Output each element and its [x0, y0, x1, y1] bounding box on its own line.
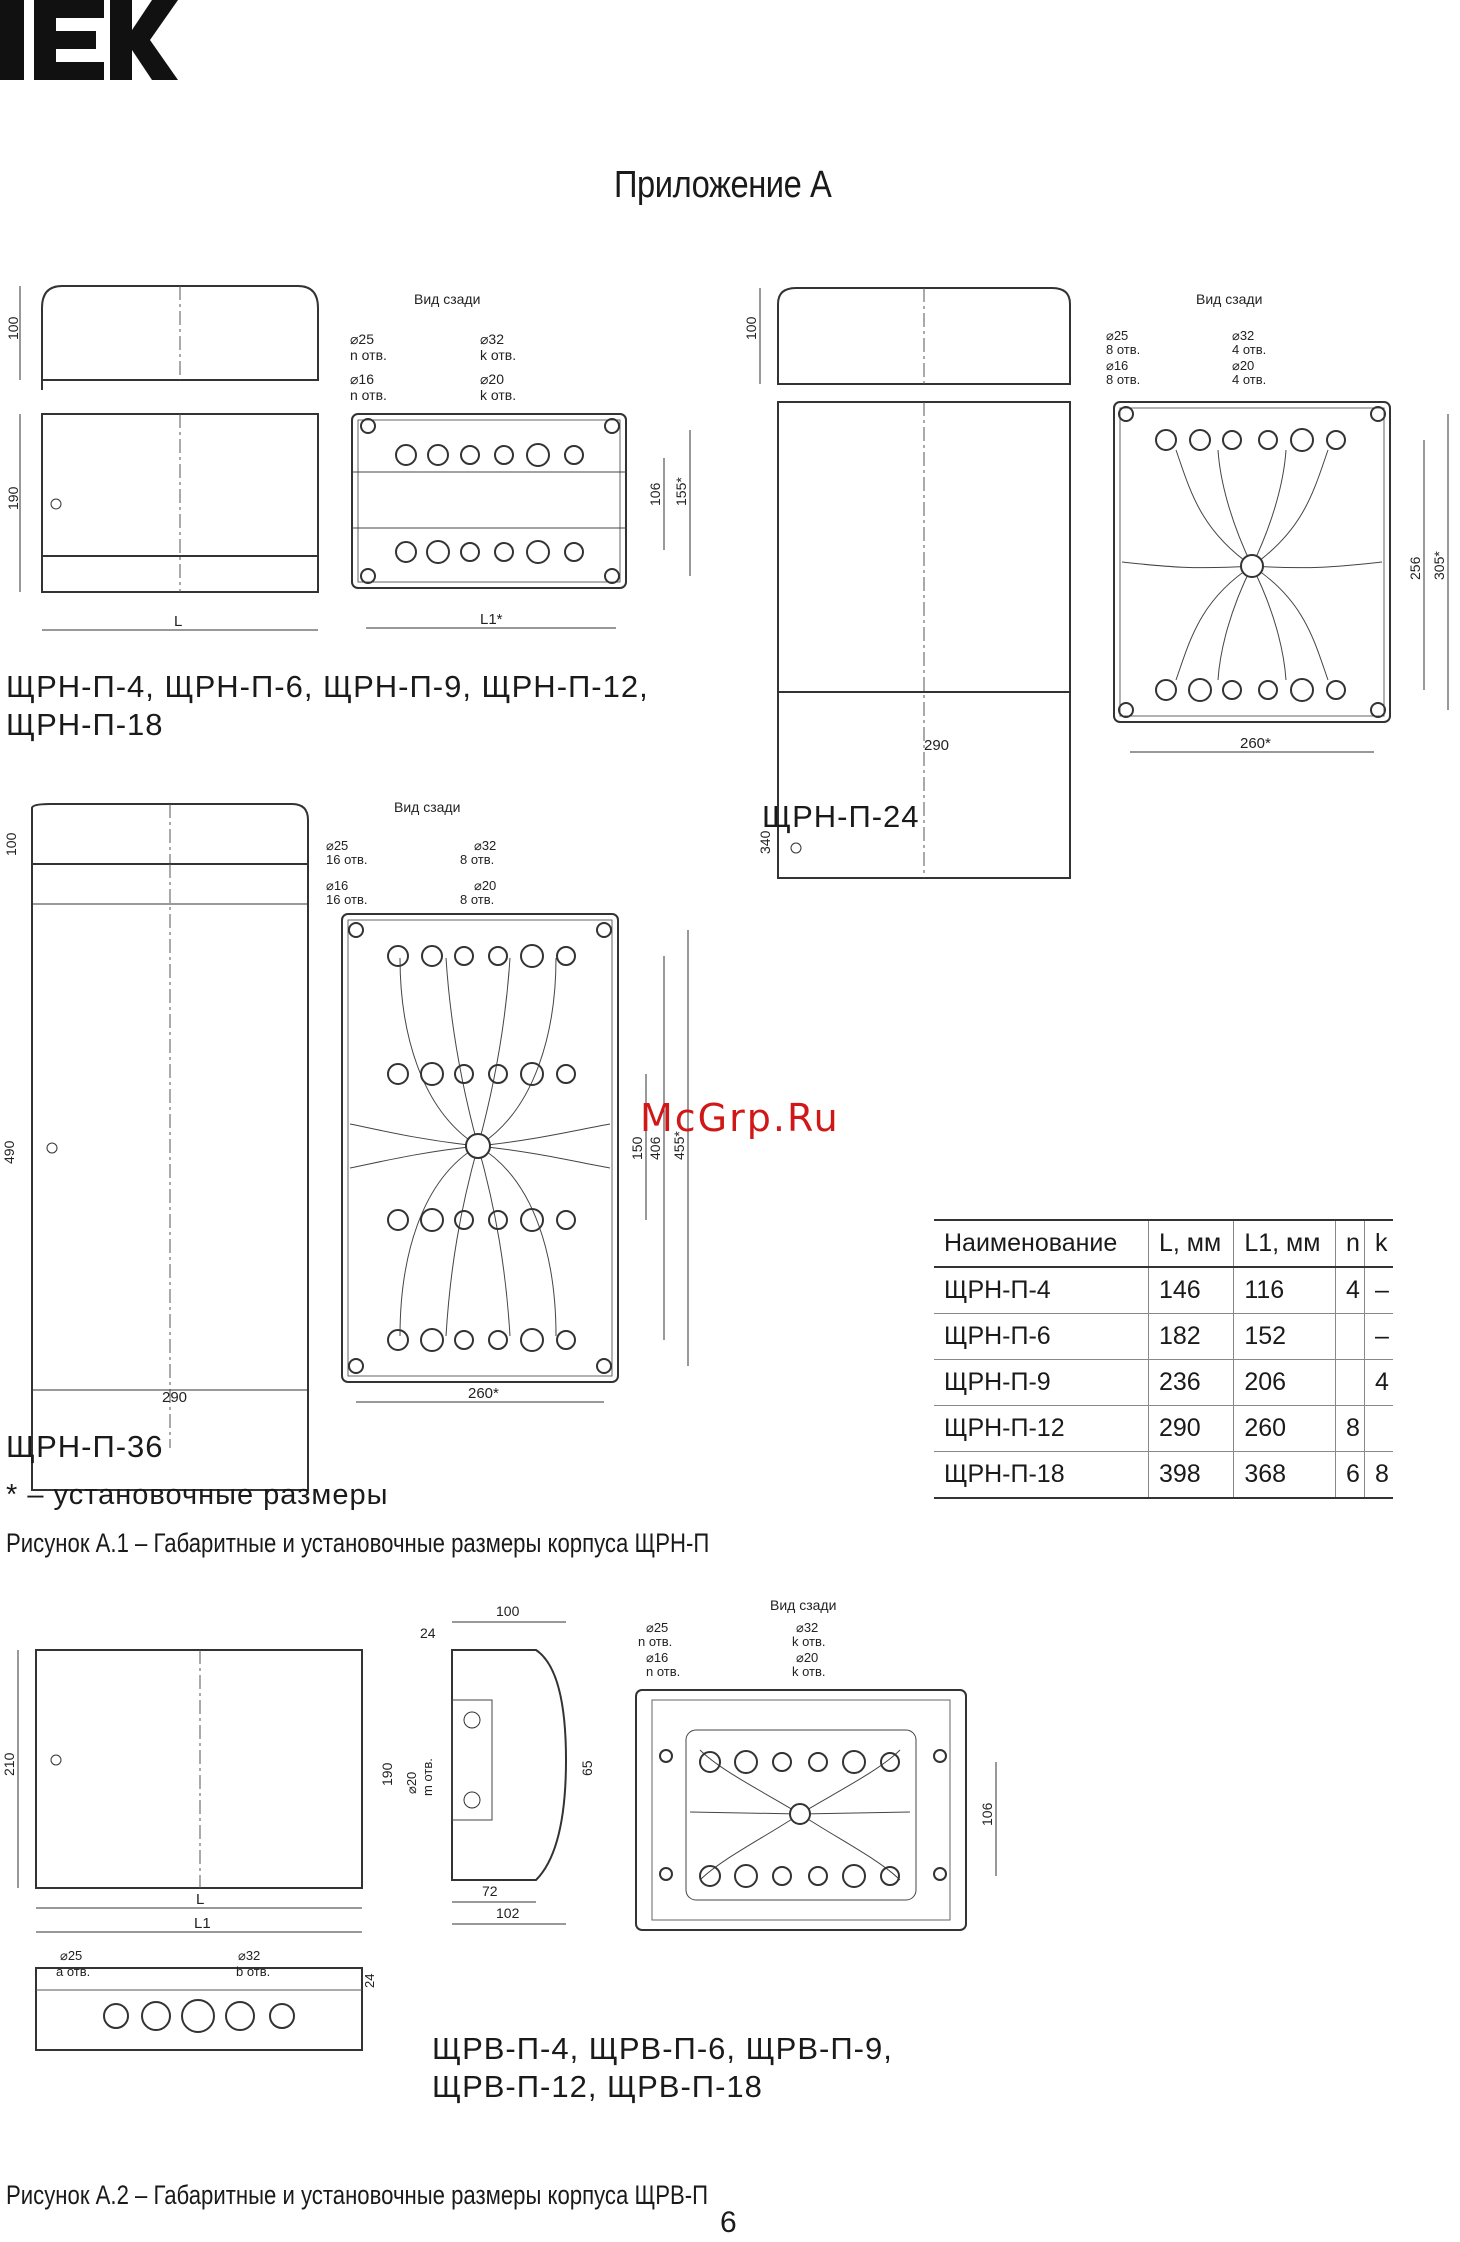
svg-text:190: 190 [379, 1762, 395, 1786]
page-number: 6 [720, 2206, 737, 2239]
iek-logo [0, 0, 178, 80]
svg-text:16 отв.: 16 отв. [326, 852, 368, 867]
svg-text:8 отв.: 8 отв. [460, 892, 494, 907]
svg-text:155*: 155* [673, 477, 689, 506]
svg-text:8 отв.: 8 отв. [1106, 372, 1140, 387]
svg-text:Вид сзади: Вид сзади [394, 799, 460, 815]
svg-text:n отв.: n отв. [638, 1634, 672, 1649]
svg-text:72: 72 [482, 1883, 498, 1899]
table-header-row: Наименование L, мм L1, мм n k [934, 1220, 1393, 1267]
svg-text:⌀20: ⌀20 [796, 1650, 818, 1665]
svg-text:⌀32: ⌀32 [1232, 328, 1254, 343]
svg-text:k отв.: k отв. [792, 1664, 826, 1679]
svg-text:⌀16: ⌀16 [350, 371, 374, 387]
watermark: McGrp.Ru [640, 1096, 840, 1140]
svg-text:⌀20: ⌀20 [480, 371, 504, 387]
drawing-shrn-small: 100 190 L Вид сзади ⌀25 n отв. ⌀16 n отв… [5, 285, 691, 631]
svg-text:102: 102 [496, 1905, 520, 1921]
drawing-shrn-24: 100 340 290 Вид сзади ⌀25 8 отв. ⌀16 8 о… [743, 287, 1449, 879]
dim-height-24: 340 [757, 830, 773, 854]
svg-text:24: 24 [362, 1974, 377, 1988]
drawing-shrn-36: 100 490 290 Вид сзади ⌀25 16 отв. ⌀16 16… [1, 799, 689, 1491]
svg-text:100: 100 [743, 316, 759, 340]
svg-text:b отв.: b отв. [236, 1964, 270, 1979]
svg-text:a отв.: a отв. [56, 1964, 90, 1979]
rear-view-label: Вид сзади [414, 291, 480, 307]
svg-text:305*: 305* [1431, 551, 1447, 580]
svg-text:Вид сзади: Вид сзади [770, 1597, 836, 1613]
figure2-caption: Рисунок А.2 – Габаритные и установочные … [6, 2180, 709, 2210]
svg-text:260*: 260* [1240, 735, 1271, 752]
svg-text:⌀16: ⌀16 [326, 878, 348, 893]
svg-text:⌀25: ⌀25 [1106, 328, 1128, 343]
svg-text:8 отв.: 8 отв. [1106, 342, 1140, 357]
svg-text:106: 106 [647, 482, 663, 506]
svg-text:n отв.: n отв. [350, 347, 387, 363]
svg-text:16 отв.: 16 отв. [326, 892, 368, 907]
svg-text:⌀16: ⌀16 [1106, 358, 1128, 373]
svg-text:256: 256 [1407, 556, 1423, 580]
dim-install-width: L1* [480, 611, 503, 628]
svg-text:8 отв.: 8 отв. [460, 852, 494, 867]
svg-text:100: 100 [496, 1603, 520, 1619]
svg-text:106: 106 [979, 1802, 995, 1826]
svg-text:⌀25: ⌀25 [350, 331, 374, 347]
svg-text:65: 65 [579, 1760, 595, 1776]
svg-text:⌀25: ⌀25 [646, 1620, 668, 1635]
svg-text:⌀25: ⌀25 [326, 838, 348, 853]
svg-text:100: 100 [3, 832, 19, 856]
models-shrn-small: ЩРН-П-4, ЩРН-П-6, ЩРН-П-9, ЩРН-П-12, ЩРН… [6, 669, 649, 742]
svg-text:455*: 455* [671, 1131, 687, 1160]
svg-text:n отв.: n отв. [646, 1664, 680, 1679]
svg-text:k отв.: k отв. [792, 1634, 826, 1649]
svg-text:290: 290 [162, 1389, 187, 1406]
dim-height: 190 [5, 486, 21, 510]
svg-text:260*: 260* [468, 1385, 499, 1402]
svg-text:m отв.: m отв. [420, 1758, 435, 1796]
dim-depth: 100 [5, 316, 21, 340]
dim-width-24: 290 [924, 737, 949, 754]
svg-text:⌀25: ⌀25 [60, 1948, 82, 1963]
svg-text:⌀20: ⌀20 [1232, 358, 1254, 373]
svg-text:4 отв.: 4 отв. [1232, 342, 1266, 357]
models-shrv: ЩРВ-П-4, ЩРВ-П-6, ЩРВ-П-9, ЩРВ-П-12, ЩРВ… [432, 2031, 893, 2104]
svg-text:L: L [196, 1891, 204, 1908]
drawing-shrv: 210 L L1 ⌀25 a отв. ⌀32 b отв. 24 100 24… [1, 1597, 997, 2051]
svg-text:n отв.: n отв. [350, 387, 387, 403]
svg-text:L1: L1 [194, 1915, 211, 1932]
dim-width: L [174, 613, 182, 630]
svg-text:⌀32: ⌀32 [238, 1948, 260, 1963]
svg-text:490: 490 [1, 1140, 17, 1164]
page-heading: Приложение А [614, 164, 832, 206]
svg-text:k отв.: k отв. [480, 347, 516, 363]
figure1-caption: Рисунок А.1 – Габаритные и установочные … [6, 1528, 710, 1558]
svg-text:⌀16: ⌀16 [646, 1650, 668, 1665]
svg-text:150: 150 [629, 1136, 645, 1160]
install-dims-note: * – установочные размеры [6, 1479, 389, 1511]
svg-text:⌀32: ⌀32 [480, 331, 504, 347]
svg-text:24: 24 [420, 1625, 436, 1641]
model-shrn-24: ЩРН-П-24 [762, 799, 920, 834]
svg-text:⌀32: ⌀32 [796, 1620, 818, 1635]
svg-text:Вид сзади: Вид сзади [1196, 291, 1262, 307]
svg-text:⌀20: ⌀20 [474, 878, 496, 893]
svg-text:4 отв.: 4 отв. [1232, 372, 1266, 387]
svg-text:406: 406 [647, 1136, 663, 1160]
model-shrn-36: ЩРН-П-36 [6, 1429, 164, 1464]
svg-text:⌀20: ⌀20 [404, 1772, 419, 1794]
svg-text:k отв.: k отв. [480, 387, 516, 403]
svg-text:210: 210 [1, 1752, 17, 1776]
svg-text:⌀32: ⌀32 [474, 838, 496, 853]
